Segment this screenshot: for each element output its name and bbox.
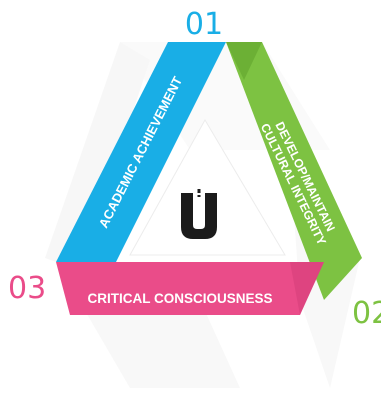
background-fold-left [45, 42, 150, 270]
band-pink-shape [56, 262, 324, 315]
band-pink-fold-shadow [290, 262, 324, 315]
university-u-logo-icon [181, 189, 217, 239]
band-pink: CRITICAL CONSCIOUSNESS [56, 262, 324, 315]
inner-triangle [129, 118, 286, 256]
band-green: DEVELOP/MAINTAIN CULTURAL INTEGRITY [226, 42, 362, 300]
number-01: 01 [185, 7, 223, 42]
band-green-fold-shadow [226, 42, 262, 80]
band-pink-label: CRITICAL CONSCIOUSNESS [87, 291, 272, 306]
band-blue-shape [56, 42, 226, 262]
number-02: 02 [352, 296, 381, 331]
band-green-shape [226, 42, 362, 300]
number-03: 03 [8, 271, 46, 306]
